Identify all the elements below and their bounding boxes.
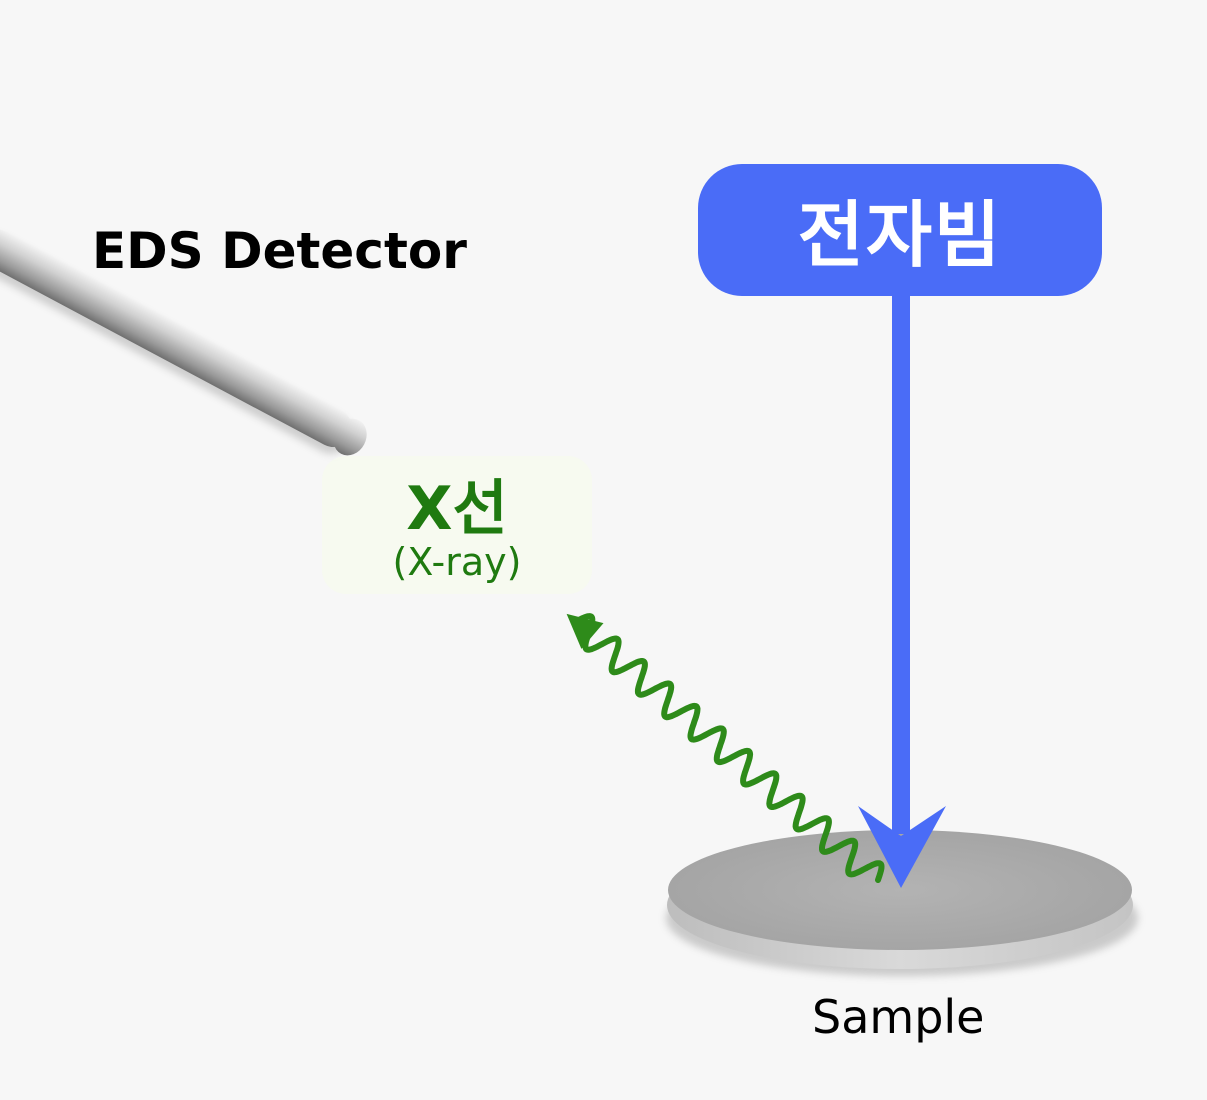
electron-beam-badge: 전자빔 — [698, 164, 1102, 296]
electron-beam-label: 전자빔 — [797, 192, 1003, 277]
xray-wave-icon — [566, 613, 885, 883]
xray-subtitle: (X-ray) — [392, 540, 522, 584]
detector-rod-icon — [0, 229, 367, 456]
xray-title: X선 — [406, 474, 508, 544]
xray-label-box: X선 (X-ray) — [322, 456, 592, 594]
beam-arrow-icon — [858, 294, 946, 888]
sample-label: Sample — [812, 990, 985, 1044]
sample-disc-icon — [666, 830, 1138, 976]
detector-label: EDS Detector — [92, 222, 467, 280]
